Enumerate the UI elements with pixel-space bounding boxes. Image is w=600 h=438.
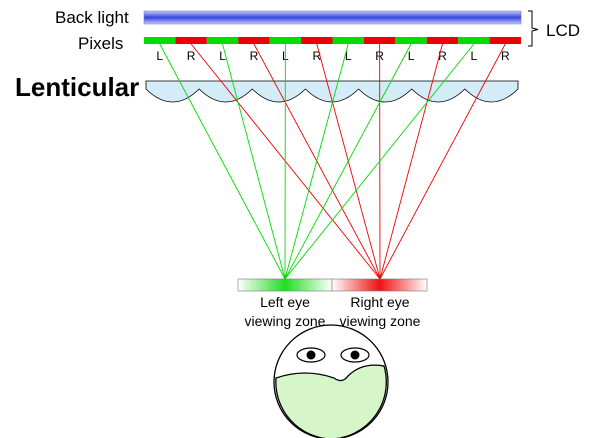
pixel-label: L bbox=[345, 49, 352, 63]
pixel-label: L bbox=[219, 49, 226, 63]
right-zone-label-line1: Right eye bbox=[350, 294, 409, 310]
pixel-label: R bbox=[187, 49, 196, 63]
pixel-10-right bbox=[426, 37, 459, 44]
lcd-bracket bbox=[528, 10, 539, 47]
pixel-2-right bbox=[175, 37, 207, 44]
left-eye-ray bbox=[284, 43, 412, 280]
pixel-label: R bbox=[312, 49, 321, 63]
left-eye-ray bbox=[284, 43, 475, 280]
viewer-face-icon bbox=[273, 324, 389, 438]
pixel-12-right bbox=[489, 37, 521, 44]
right-zone-label-line2: viewing zone bbox=[340, 313, 421, 329]
right-eye-ray bbox=[379, 43, 506, 280]
left-eye-ray bbox=[284, 43, 349, 280]
pixels-label: Pixels bbox=[78, 34, 123, 53]
lenticular-lens-sheet bbox=[145, 80, 519, 103]
pixel-4-right bbox=[238, 37, 270, 44]
pixel-label: L bbox=[471, 49, 478, 63]
pixel-label: R bbox=[501, 49, 510, 63]
left-zone-label-line2: viewing zone bbox=[245, 313, 326, 329]
pixel-6-right bbox=[301, 37, 333, 44]
lcd-label: LCD bbox=[546, 21, 580, 40]
pixel-7-left bbox=[332, 37, 364, 44]
pixel-label-row: LRLRLRLRLRLR bbox=[156, 49, 510, 63]
pixel-3-left bbox=[206, 37, 239, 44]
left-eye-ray bbox=[222, 43, 286, 280]
right-eye-viewing-zone bbox=[331, 278, 428, 292]
pixel-label: R bbox=[250, 49, 259, 63]
pixel-9-left bbox=[395, 37, 427, 44]
backlight-bar bbox=[143, 10, 522, 25]
pixel-label: L bbox=[408, 49, 415, 63]
pixel-5-left bbox=[269, 37, 302, 44]
light-rays bbox=[159, 43, 506, 280]
left-eye-ray bbox=[159, 43, 286, 280]
pixel-label: L bbox=[156, 49, 163, 63]
left-zone-label-line1: Left eye bbox=[260, 294, 310, 310]
pixel-11-left bbox=[458, 37, 490, 44]
backlight-label: Back light bbox=[55, 8, 129, 27]
pixel-8-right bbox=[363, 37, 396, 44]
left-eye-viewing-zone bbox=[237, 278, 333, 292]
lenticular-label: Lenticular bbox=[15, 72, 139, 102]
pixel-row bbox=[144, 37, 521, 44]
pixel-label: R bbox=[438, 49, 447, 63]
pixel-1-left bbox=[144, 37, 176, 44]
right-eye-ray bbox=[379, 43, 443, 280]
